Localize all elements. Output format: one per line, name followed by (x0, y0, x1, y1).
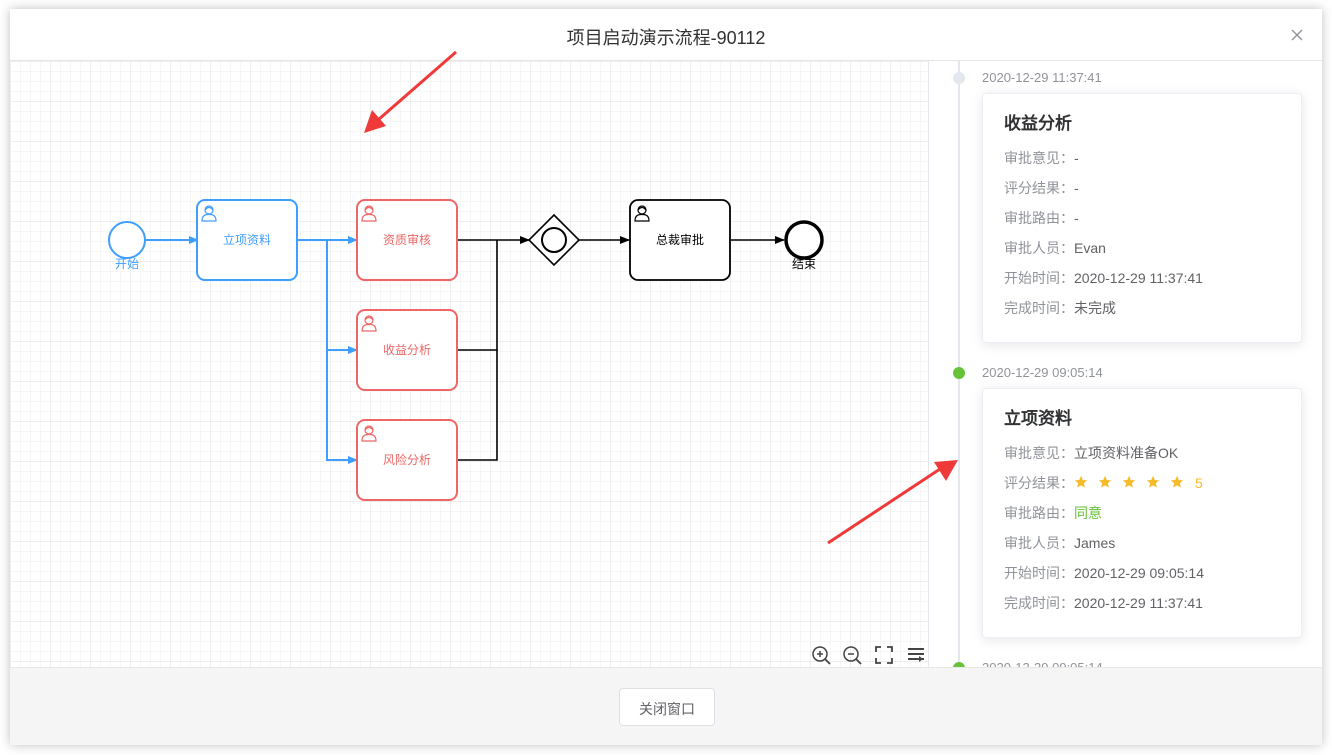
row-value: 未完成 (1074, 300, 1116, 316)
card-title: 立项资料 (1004, 409, 1072, 428)
finish-time-row: 完成时间：未完成 (1004, 298, 1116, 318)
approver-row: 审批人员：James (1004, 533, 1115, 553)
rating-score: 5 (1195, 475, 1203, 491)
timeline-line (958, 61, 960, 667)
row-value: - (1074, 150, 1079, 166)
row-label: 开始时间： (1004, 270, 1074, 286)
timeline-dot (953, 72, 965, 84)
card-title: 收益分析 (1004, 114, 1072, 133)
pane-divider (928, 61, 929, 667)
route-row: 审批路由：同意 (1004, 503, 1102, 523)
approval-timeline[interactable]: 2020-12-29 11:37:41 收益分析 审批意见：- 评分结果：- 审… (929, 61, 1322, 667)
bpmn-diagram: 开始 立项资料 资质审核 收益分析 (108, 199, 824, 501)
row-label: 开始时间： (1004, 565, 1074, 581)
timeline-time: 2020-12-29 09:05:14 (982, 365, 1103, 380)
timeline-time: 2020-12-29 11:37:41 (982, 70, 1102, 85)
row-label: 评分结果： (1004, 180, 1074, 196)
opinion-row: 审批意见：- (1004, 148, 1079, 168)
row-value: James (1074, 535, 1116, 551)
opinion-row: 审批意见：立项资料准备OK (1004, 443, 1178, 463)
timeline-time: 2020-12-29 09:05:14 (982, 659, 1103, 667)
close-window-button[interactable]: 关闭窗口 (619, 688, 715, 726)
dialog-title: 项目启动演示流程-90112 (566, 28, 766, 48)
task-label: 总裁审批 (656, 232, 704, 247)
rating-row: 评分结果： 5 (1004, 473, 1203, 493)
row-label: 审批人员： (1004, 240, 1074, 256)
minimap-icon[interactable] (905, 644, 927, 666)
task-label: 立项资料 (223, 232, 271, 247)
approval-card: 收益分析 审批意见：- 评分结果：- 审批路由：- 审批人员：Evan 开始时间… (982, 93, 1302, 343)
start-time-row: 开始时间：2020-12-29 09:05:14 (1004, 563, 1204, 583)
process-dialog: 项目启动演示流程-90112 (10, 9, 1322, 745)
zoom-out-icon[interactable] (841, 644, 863, 666)
dialog-header: 项目启动演示流程-90112 (10, 9, 1322, 61)
task-label: 风险分析 (383, 452, 431, 467)
row-value: Evan (1074, 240, 1106, 256)
row-value: 立项资料准备OK (1074, 445, 1179, 461)
row-value: 同意 (1074, 505, 1102, 521)
approver-row: 审批人员：Evan (1004, 238, 1106, 258)
task-label: 收益分析 (383, 343, 431, 357)
start-time-row: 开始时间：2020-12-29 11:37:41 (1004, 268, 1203, 288)
task-label: 资质审核 (383, 232, 431, 247)
row-label: 完成时间： (1004, 595, 1074, 611)
row-label: 审批人员： (1004, 535, 1074, 551)
timeline-dot (953, 662, 965, 667)
task-node-4[interactable]: 风险分析 (356, 419, 458, 501)
row-label: 审批意见： (1004, 150, 1074, 166)
row-value: 2020-12-29 09:05:14 (1074, 565, 1204, 581)
rating-row: 评分结果：- (1004, 178, 1079, 198)
star-icon (1146, 475, 1160, 488)
flow-task1-to-split (298, 236, 358, 464)
start-event[interactable]: 开始 (108, 221, 146, 271)
zoom-in-icon[interactable] (810, 644, 832, 666)
row-label: 审批意见： (1004, 445, 1074, 461)
finish-time-row: 完成时间：2020-12-29 11:37:41 (1004, 593, 1203, 613)
start-event-label: 开始 (115, 257, 139, 271)
star-rating (1074, 473, 1194, 493)
row-label: 审批路由： (1004, 210, 1074, 226)
end-event-label: 结束 (792, 257, 816, 271)
fit-screen-icon[interactable] (873, 644, 895, 666)
task-node-1[interactable]: 立项资料 (196, 199, 298, 281)
flow-tasks-to-gateway (458, 236, 530, 461)
close-icon[interactable] (1288, 26, 1306, 44)
star-icon (1170, 475, 1184, 488)
end-event[interactable]: 结束 (784, 220, 824, 271)
task-node-5[interactable]: 总裁审批 (629, 199, 731, 281)
row-label: 评分结果： (1004, 475, 1074, 491)
task-node-3[interactable]: 收益分析 (356, 309, 458, 391)
row-label: 完成时间： (1004, 300, 1074, 316)
row-value: - (1074, 180, 1079, 196)
route-row: 审批路由：- (1004, 208, 1079, 228)
row-value: 2020-12-29 11:37:41 (1074, 270, 1203, 286)
bpmn-canvas[interactable]: 开始 立项资料 资质审核 收益分析 (10, 61, 928, 667)
star-icon (1074, 475, 1088, 488)
row-value: - (1074, 210, 1079, 226)
star-icon (1122, 475, 1136, 488)
row-label: 审批路由： (1004, 505, 1074, 521)
row-value: 2020-12-29 11:37:41 (1074, 595, 1203, 611)
timeline-dot (953, 367, 965, 379)
inclusive-gateway[interactable] (527, 213, 581, 267)
approval-card: 立项资料 审批意见：立项资料准备OK 评分结果： 5 审批路由：同意 审批人员：J… (982, 388, 1302, 638)
dialog-footer: 关闭窗口 (10, 667, 1322, 745)
task-node-2[interactable]: 资质审核 (356, 199, 458, 281)
star-icon (1098, 475, 1112, 488)
